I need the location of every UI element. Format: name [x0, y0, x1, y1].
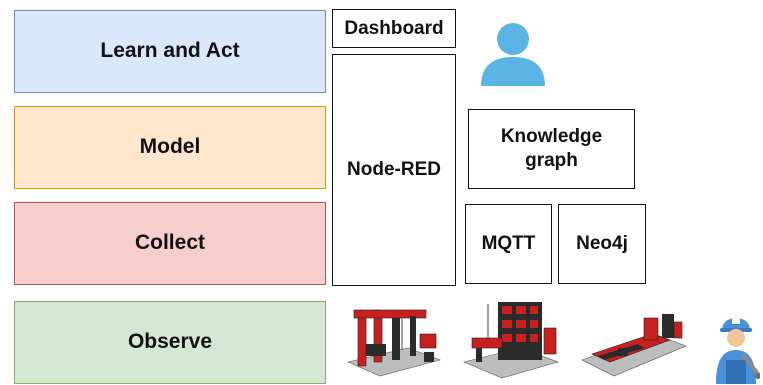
knowledge-graph-label: Knowledge graph — [500, 126, 603, 171]
layer-observe: Observe — [14, 301, 326, 384]
machine-storage-icon — [463, 302, 559, 379]
dashboard-label: Dashboard — [344, 17, 444, 39]
layer-collect: Collect — [14, 202, 326, 285]
layer-collect-label: Collect — [134, 231, 205, 255]
user-icon — [481, 23, 545, 86]
layer-observe-label: Observe — [127, 330, 213, 354]
node-red-box: Node-RED — [332, 54, 456, 286]
layer-learn-and-act-label: Learn and Act — [100, 39, 240, 63]
layer-model-label: Model — [139, 135, 201, 159]
machine-conveyor-icon — [581, 314, 687, 377]
mqtt-box: MQTT — [465, 204, 552, 284]
dashboard-box: Dashboard — [332, 9, 456, 48]
machine-crane-icon — [347, 309, 441, 377]
layer-model: Model — [14, 106, 326, 189]
knowledge-graph-box: Knowledge graph — [468, 109, 635, 189]
worker-icon — [716, 318, 760, 384]
neo4j-label: Neo4j — [576, 233, 628, 255]
neo4j-box: Neo4j — [558, 204, 646, 284]
mqtt-label: MQTT — [481, 233, 536, 255]
node-red-label: Node-RED — [347, 159, 441, 181]
layer-learn-and-act: Learn and Act — [14, 10, 326, 93]
